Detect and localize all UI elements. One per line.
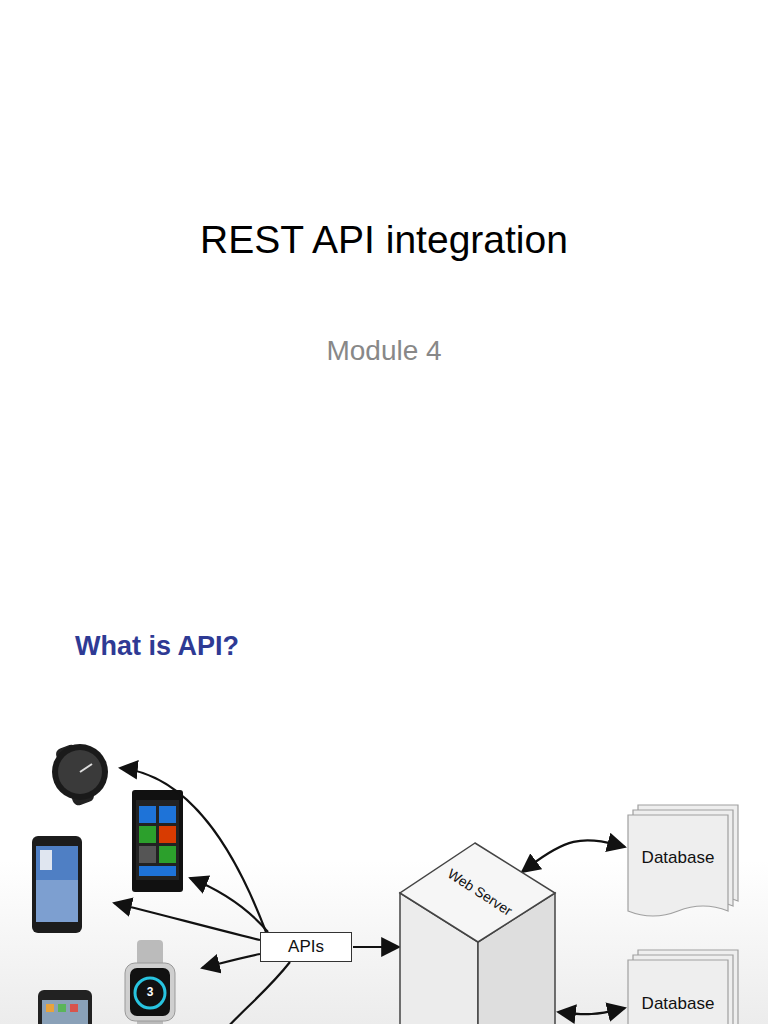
apple-watch-icon [125,940,175,1024]
database-stack: Database [628,805,740,915]
applewatch-arrow [202,954,260,968]
api-label: APIs [288,937,324,957]
round-watch-icon [52,743,108,807]
web-server-cube: Web Server [398,840,558,1024]
slide-title: REST API integration [0,218,768,262]
connector-arrow [353,946,399,948]
iphone-icon [38,990,92,1024]
subtitle: Module 4 [0,335,768,367]
section-heading: What is API? [75,631,475,662]
android-arrow [114,903,260,940]
cube-outline [398,840,558,1024]
database-stack: Database [628,950,740,1024]
api-box: APIs [260,932,352,962]
iphone-arrow [225,962,290,1024]
watch-digit: 3 [135,985,165,999]
database-label: Database [642,848,715,868]
device-arrows [114,768,290,1024]
windows-phone-icon [132,790,183,892]
android-phone-icon [32,836,82,933]
connector-arrow [558,1008,625,1014]
database-label: Database [642,994,715,1014]
phone-arrow [190,878,268,932]
watch-arrow [120,768,266,932]
connector-arrow [522,840,625,872]
